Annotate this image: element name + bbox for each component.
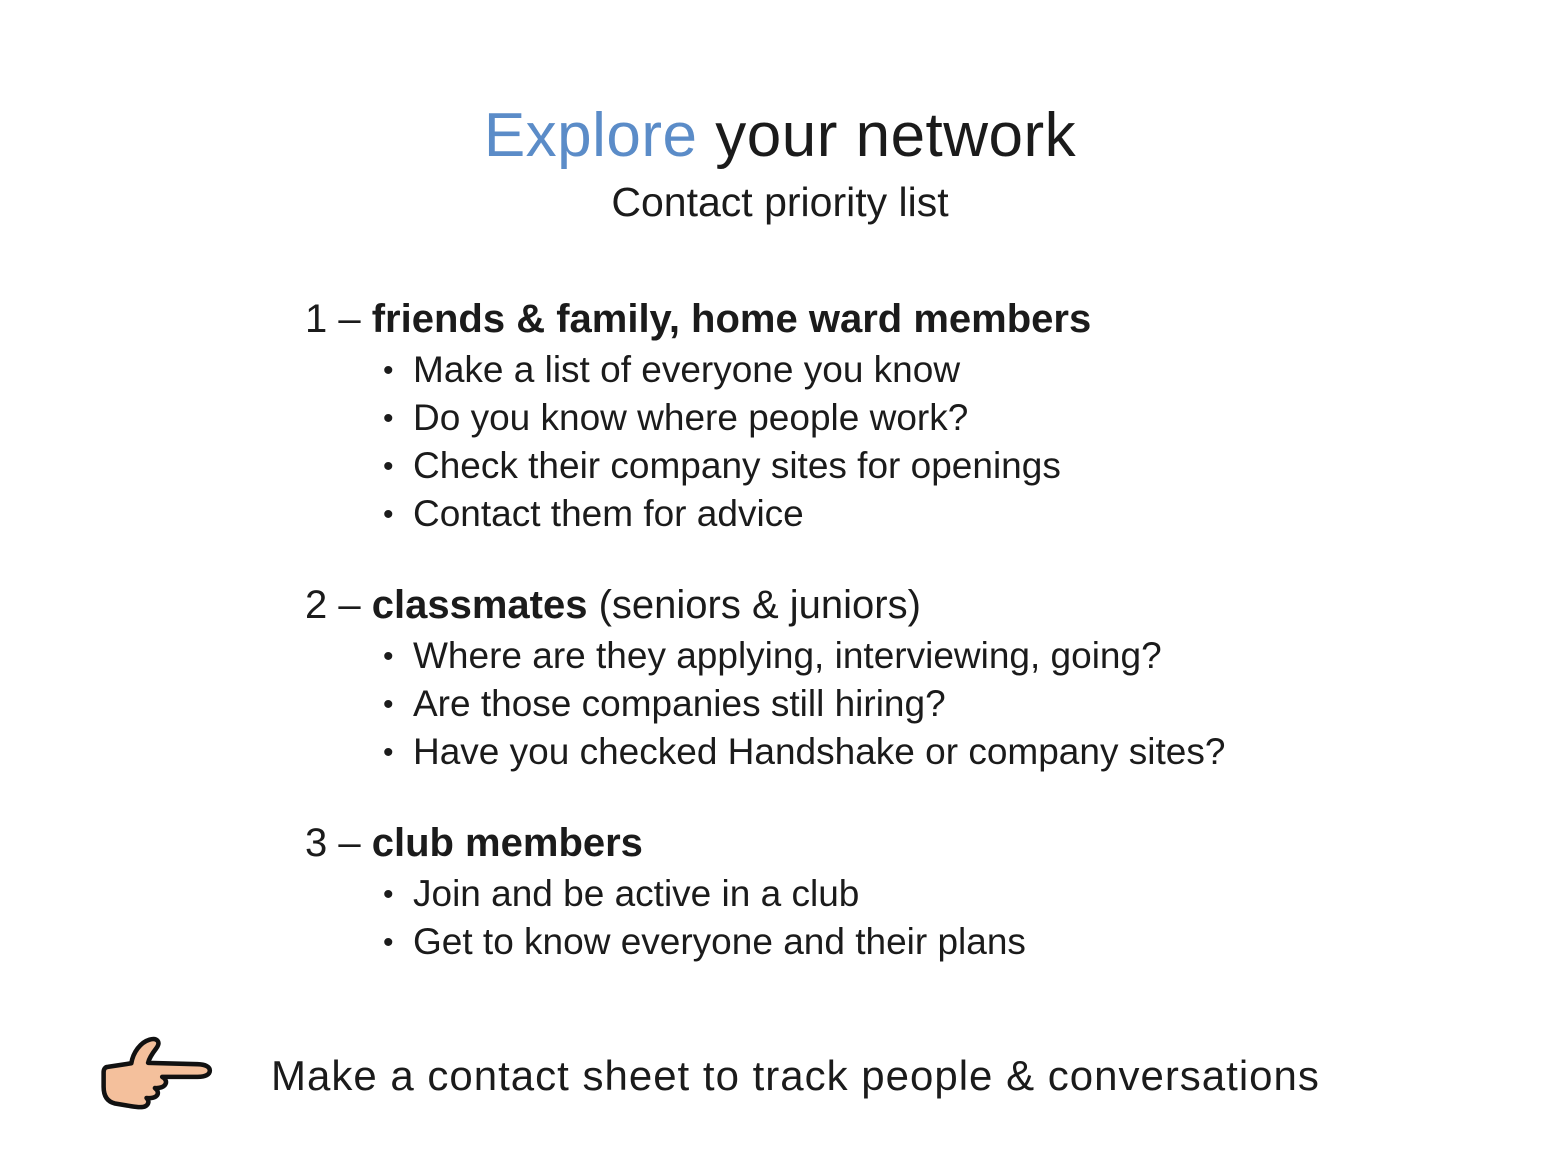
- title-rest: your network: [697, 101, 1077, 170]
- pointing-hand-icon: [101, 1036, 213, 1110]
- list-item-text: Join and be active in a club: [413, 873, 860, 915]
- list-item-text: Get to know everyone and their plans: [413, 921, 1026, 963]
- section-2-bullets: • Where are they applying, interviewing, …: [305, 632, 1560, 776]
- title-block: Explore your network Contact priority li…: [0, 0, 1560, 225]
- section-3: 3 – club members • Join and be active in …: [305, 819, 1560, 966]
- section-1-heading: 1 – friends & family, home ward members: [305, 295, 1560, 343]
- section-3-label: club members: [371, 821, 643, 866]
- footer: Make a contact sheet to track people & c…: [95, 1030, 1320, 1122]
- section-2-label: classmates: [371, 583, 588, 628]
- section-1-bullets: • Make a list of everyone you know • Do yo…: [305, 346, 1560, 538]
- list-item: • Check their company sites for openings: [383, 442, 1560, 490]
- bullet-icon: •: [383, 878, 394, 912]
- section-1: 1 – friends & family, home ward members …: [305, 295, 1560, 538]
- list-item-text: Where are they applying, interviewing, g…: [413, 635, 1162, 677]
- section-2: 2 – classmates (seniors & juniors) • Wher…: [305, 581, 1560, 776]
- list-item: • Where are they applying, interviewing, …: [383, 632, 1560, 680]
- bullet-icon: •: [383, 688, 394, 722]
- list-item: • Join and be active in a club: [383, 870, 1560, 918]
- page-title: Explore your network: [0, 103, 1560, 168]
- bullet-icon: •: [383, 640, 394, 674]
- bullet-icon: •: [383, 450, 394, 484]
- page-subtitle: Contact priority list: [611, 179, 949, 226]
- bullet-icon: •: [383, 736, 394, 770]
- bullet-icon: •: [383, 498, 394, 532]
- list-item-text: Do you know where people work?: [413, 397, 969, 439]
- list-item: • Get to know everyone and their plans: [383, 918, 1560, 966]
- title-highlight: Explore: [483, 101, 698, 170]
- list-item: • Do you know where people work?: [383, 394, 1560, 442]
- section-3-number: 3 –: [305, 821, 372, 866]
- content: 1 – friends & family, home ward members …: [305, 295, 1560, 966]
- list-item: • Contact them for advice: [383, 490, 1560, 538]
- section-3-bullets: • Join and be active in a club • Get to kn…: [305, 870, 1560, 966]
- bullet-icon: •: [383, 402, 394, 436]
- section-1-label: friends & family, home ward members: [371, 297, 1092, 342]
- list-item: • Have you checked Handshake or company s…: [383, 728, 1560, 776]
- footer-note: Make a contact sheet to track people & c…: [271, 1051, 1320, 1099]
- bullet-icon: •: [383, 354, 394, 388]
- list-item: • Make a list of everyone you know: [383, 346, 1560, 394]
- section-2-suffix: (seniors & juniors): [587, 583, 921, 628]
- list-item-text: Have you checked Handshake or company si…: [413, 731, 1226, 773]
- list-item-text: Contact them for advice: [413, 493, 804, 535]
- section-3-heading: 3 – club members: [305, 819, 1560, 867]
- list-item: • Are those companies still hiring?: [383, 680, 1560, 728]
- section-2-number: 2 –: [305, 583, 372, 628]
- list-item-text: Check their company sites for openings: [413, 445, 1061, 487]
- list-item-text: Make a list of everyone you know: [413, 349, 961, 391]
- bullet-icon: •: [383, 926, 394, 960]
- list-item-text: Are those companies still hiring?: [413, 683, 946, 725]
- section-1-number: 1 –: [305, 297, 372, 342]
- section-2-heading: 2 – classmates (seniors & juniors): [305, 581, 1560, 629]
